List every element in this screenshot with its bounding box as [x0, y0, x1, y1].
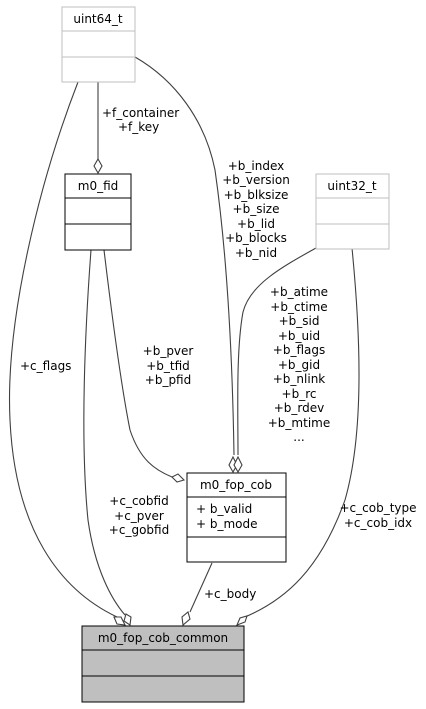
edge-fid-to-common [83, 249, 126, 616]
edge-label-line: +b_pfid [145, 373, 191, 387]
edge-label-line: +b_tfid [146, 359, 190, 373]
edge-uint64-to-cob-index [134, 56, 235, 456]
aggregation-diamond [181, 611, 191, 627]
edge-label-line: +b_mtime [268, 416, 330, 430]
edge-cob-to-common [189, 562, 213, 613]
aggregation-diamond [171, 473, 186, 483]
class-name: m0_fop_cob [200, 478, 272, 492]
class-attribute: + b_valid [196, 502, 252, 516]
edge-label-cob-from-u64: +b_index +b_version +b_blksize +b_size +… [222, 159, 290, 260]
edge-label-line: +b_ctime [270, 300, 327, 314]
edge-label-line: +b_version [222, 173, 290, 187]
class-name: m0_fop_cob_common [98, 631, 228, 645]
edge-label-line: +b_flags [273, 343, 325, 357]
aggregation-diamond [113, 616, 126, 626]
edge-label-cob-from-fid: +b_pver +b_tfid +b_pfid [143, 344, 194, 387]
edge-label-line: +b_nid [235, 246, 277, 260]
edge-fid-to-cob [103, 249, 173, 478]
class-m0-fop-cob-common[interactable]: m0_fop_cob_common [81, 625, 245, 703]
class-attribute: + b_mode [196, 517, 258, 531]
edge-label-line: +b_size [233, 202, 280, 216]
edge-label-common-from-u64: +c_flags [20, 359, 71, 373]
edge-uint64-to-common-flags [8, 81, 118, 618]
class-m0-fid[interactable]: m0_fid [64, 173, 132, 251]
edge-label-line: +c_cobfid [109, 494, 168, 508]
edge-label-line: +c_flags [20, 359, 71, 373]
edge-label-common-from-u32: +c_cob_type +c_cob_idx [339, 501, 416, 530]
edge-label-common-from-cob: +c_body [204, 587, 256, 601]
aggregation-diamond [235, 615, 248, 626]
edge-uint32-to-common [244, 247, 360, 618]
aggregation-diamond [123, 613, 132, 626]
edge-label-common-from-fid: +c_cobfid +c_pver +c_gobfid [109, 494, 169, 537]
class-name: uint64_t [73, 12, 123, 26]
aggregation-diamond [93, 157, 103, 175]
edge-label-cob-from-u32: +b_atime +b_ctime +b_sid +b_uid +b_flags… [268, 285, 330, 444]
edge-label-line: +b_blksize [224, 188, 289, 202]
edge-label-line: +c_body [204, 587, 256, 601]
class-name: m0_fid [78, 179, 119, 193]
class-name: uint32_t [327, 179, 377, 193]
edge-label-line: +b_blocks [225, 231, 287, 245]
class-uint64-t[interactable]: uint64_t [61, 6, 136, 83]
edge-label-line: +c_pver [114, 509, 164, 523]
aggregation-diamond [233, 455, 243, 474]
edge-label-line: +b_gid [278, 358, 320, 372]
edge-label-line: +b_pver [143, 344, 194, 358]
edge-label-line: +b_rc [282, 387, 317, 401]
edge-label-line: +f_container [102, 106, 179, 120]
edge-label-line: +c_cob_idx [344, 516, 412, 530]
edge-label-line: +b_lid [237, 217, 275, 231]
edge-label-line: +b_uid [278, 329, 320, 343]
edge-label-line: ... [293, 430, 304, 444]
edge-label-line: +c_gobfid [109, 523, 169, 537]
edge-label-line: +b_sid [279, 314, 320, 328]
class-m0-fop-cob[interactable]: m0_fop_cob + b_valid + b_mode [186, 472, 287, 563]
edge-label-fid-from-u64: +f_container +f_key [102, 106, 179, 134]
edge-label-line: +b_index [228, 159, 285, 173]
edge-label-line: +b_atime [270, 285, 328, 299]
edge-label-line: +b_nlink [273, 372, 326, 386]
class-uint32-t[interactable]: uint32_t [315, 173, 390, 250]
edge-uint32-to-cob-atime [237, 247, 317, 456]
edge-label-line: +f_key [118, 120, 159, 134]
edge-label-line: +b_rdev [274, 401, 325, 415]
edge-label-line: +c_cob_type [339, 501, 416, 515]
